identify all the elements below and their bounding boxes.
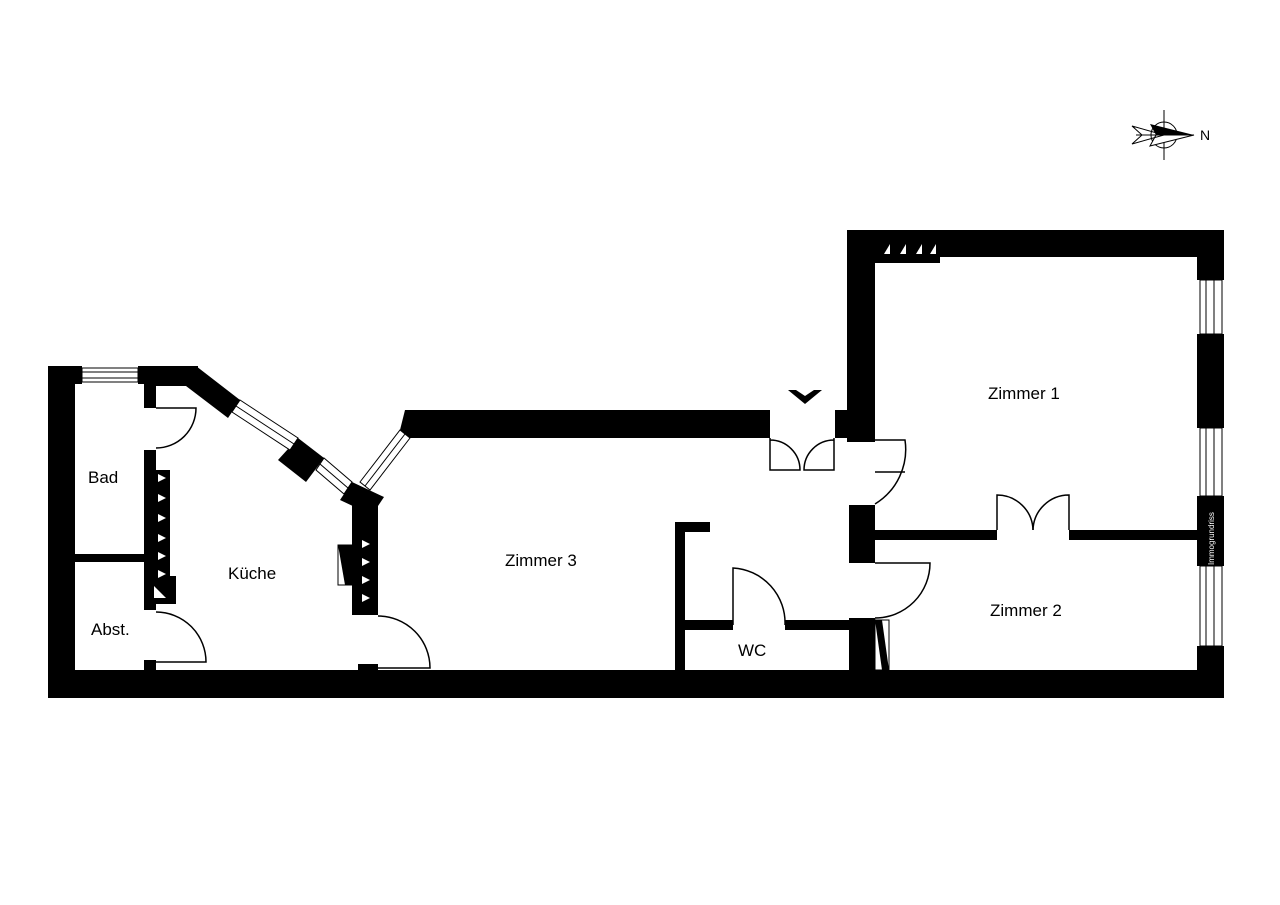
interior-walls [75,384,1199,672]
watermark-text: Immogrundriss [1207,512,1216,565]
doors [155,390,1070,671]
room-label-kueche: Küche [228,564,276,583]
windows [81,279,1223,647]
room-label-abst: Abst. [91,620,130,639]
room-label-zimmer1: Zimmer 1 [988,384,1060,403]
room-label-zimmer2: Zimmer 2 [990,601,1062,620]
room-label-bad: Bad [88,468,118,487]
compass-icon [1131,110,1195,160]
room-label-zimmer3: Zimmer 3 [505,551,577,570]
compass-north-label: N [1200,127,1210,143]
chimney-marks [154,244,936,602]
entry-arrow-icon [788,390,822,404]
room-label-wc: WC [738,641,766,660]
outer-walls [48,230,1224,698]
